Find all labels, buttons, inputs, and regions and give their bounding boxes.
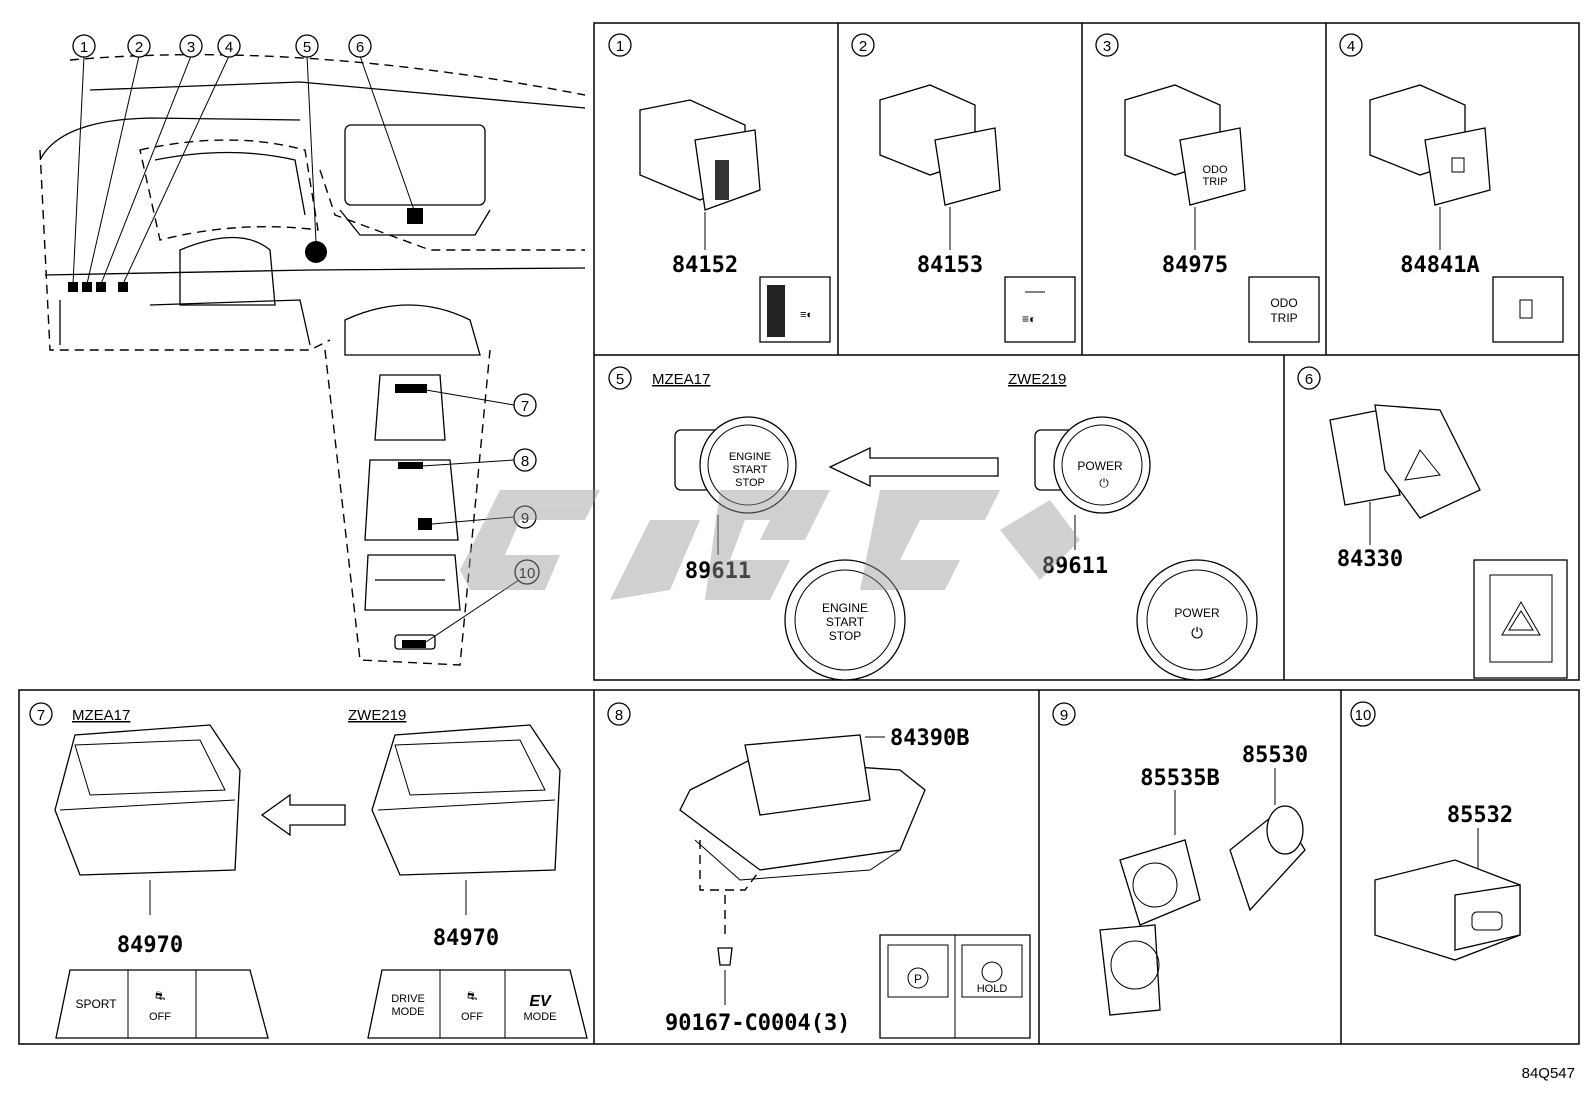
panel-5: 5 MZEA17 ZWE219 ENGINE START STOP 89611 … bbox=[608, 366, 1258, 681]
part-89611-left: 89611 bbox=[685, 559, 751, 584]
diagram-code: 84Q547 bbox=[1522, 1065, 1575, 1082]
drive-mode-label: MODE bbox=[392, 1006, 425, 1018]
panel-7-number: 7 bbox=[37, 707, 45, 724]
odo-icon-text: ODO bbox=[1270, 296, 1297, 310]
hazard-icon bbox=[1501, 600, 1541, 636]
odo-text-body: ODO bbox=[1202, 164, 1228, 176]
part-84975: 84975 bbox=[1162, 253, 1228, 278]
hold-label: HOLD bbox=[977, 983, 1008, 995]
panel-9: 9 85535B 85530 bbox=[1052, 702, 1308, 1016]
stop-icon-text: STOP bbox=[829, 629, 861, 643]
trip-icon-text: TRIP bbox=[1270, 311, 1297, 325]
traction-icon-left: ⛐ bbox=[155, 989, 165, 1003]
drive-label: DRIVE bbox=[391, 993, 425, 1005]
callout-3: 3 bbox=[187, 39, 195, 56]
panel-7: 7 MZEA17 ZWE219 84970 84970 SPORT ⛐ OFF … bbox=[29, 702, 588, 1039]
code-mzea17-p5: MZEA17 bbox=[652, 371, 710, 388]
marker-2 bbox=[82, 282, 92, 292]
part-85532: 85532 bbox=[1447, 803, 1513, 828]
part-84390B: 84390B bbox=[890, 726, 969, 751]
part-84153: 84153 bbox=[917, 253, 983, 278]
panel-8: 8 84390B 90167-C0004(3) P HOLD bbox=[607, 702, 1031, 1039]
usb-port-icon bbox=[1471, 911, 1503, 931]
code-mzea17-p7: MZEA17 bbox=[72, 707, 130, 724]
marker-10 bbox=[402, 640, 426, 648]
engine-text-top: ENGINE bbox=[729, 451, 771, 463]
panel-4: 4 84841A bbox=[1339, 33, 1564, 343]
callout-5: 5 bbox=[303, 39, 311, 56]
marker-1 bbox=[68, 282, 78, 292]
dashboard-overview bbox=[39, 53, 586, 666]
panel-8-number: 8 bbox=[615, 707, 623, 724]
callout-9: 9 bbox=[521, 510, 529, 527]
power-text-top: POWER bbox=[1077, 459, 1123, 473]
part-90167-C0004: 90167-C0004(3) bbox=[665, 1011, 850, 1036]
marker-6 bbox=[407, 208, 423, 224]
panel-1-number: 1 bbox=[616, 38, 624, 55]
off-label-left: OFF bbox=[149, 1011, 171, 1023]
panel-5-number: 5 bbox=[616, 371, 624, 388]
callout-1: 1 bbox=[80, 39, 88, 56]
part-84970-left: 84970 bbox=[117, 933, 183, 958]
panel-2-number: 2 bbox=[859, 38, 867, 55]
marker-8 bbox=[398, 462, 423, 469]
code-zwe219-p7: ZWE219 bbox=[348, 707, 406, 724]
callout-8: 8 bbox=[521, 453, 529, 470]
ev-label: EV bbox=[529, 993, 552, 1010]
callout-7: 7 bbox=[521, 398, 529, 415]
panel-6: 6 84330 bbox=[1297, 366, 1568, 679]
panel-10: 10 85532 bbox=[1350, 701, 1521, 961]
stop-text-top: STOP bbox=[735, 477, 765, 489]
traction-icon-right: ⛐ bbox=[467, 989, 477, 1003]
callout-10: 10 bbox=[519, 565, 536, 582]
panel-frames bbox=[18, 22, 1580, 1045]
part-84841A: 84841A bbox=[1400, 253, 1479, 278]
panel-10-number: 10 bbox=[1355, 707, 1372, 724]
hazard-icon-body bbox=[1404, 449, 1441, 481]
part-89611-right: 89611 bbox=[1042, 554, 1108, 579]
part-84330: 84330 bbox=[1337, 547, 1403, 572]
headlamp-level-icon: ≡◐ bbox=[800, 309, 813, 321]
marker-5 bbox=[305, 241, 327, 263]
part-85530: 85530 bbox=[1242, 743, 1308, 768]
overview-bubbles: 1 2 3 4 5 6 7 8 9 10 bbox=[72, 34, 540, 585]
panel-3: 3 ODO TRIP 84975 ODO TRIP bbox=[1095, 33, 1320, 343]
part-84970-right: 84970 bbox=[433, 926, 499, 951]
part-85535B: 85535B bbox=[1140, 766, 1219, 791]
power-symbol-icon: ⏻ bbox=[1191, 625, 1203, 642]
off-label-right: OFF bbox=[461, 1011, 483, 1023]
sport-label: SPORT bbox=[75, 997, 117, 1011]
marker-9 bbox=[418, 518, 432, 530]
callout-2: 2 bbox=[135, 39, 143, 56]
marker-4 bbox=[118, 282, 128, 292]
headlamp-leveling-icon: ≡◐ bbox=[1022, 312, 1036, 326]
panel-6-number: 6 bbox=[1305, 371, 1313, 388]
marker-7 bbox=[395, 384, 427, 393]
ev-mode-label: MODE bbox=[524, 1011, 557, 1023]
panel-1: 1 84152 ≡◐ bbox=[608, 33, 831, 343]
dark-logo-watermark bbox=[460, 490, 1080, 600]
trip-text-body: TRIP bbox=[1202, 176, 1227, 188]
panel-3-number: 3 bbox=[1103, 38, 1111, 55]
panel-2: 2 84153 ≡◐ bbox=[851, 33, 1076, 343]
engine-icon-text: ENGINE bbox=[822, 601, 868, 615]
panel-4-number: 4 bbox=[1347, 38, 1355, 55]
start-text-top: START bbox=[732, 464, 767, 476]
panel-9-number: 9 bbox=[1060, 707, 1068, 724]
callout-4: 4 bbox=[225, 39, 233, 56]
parking-brake-symbol: P bbox=[914, 972, 922, 986]
fuel-door-icon bbox=[1519, 299, 1533, 319]
power-symbol-top: ⏻ bbox=[1099, 476, 1109, 490]
start-icon-text: START bbox=[826, 615, 865, 629]
part-84152: 84152 bbox=[672, 253, 738, 278]
callout-6: 6 bbox=[356, 39, 364, 56]
overview-callouts bbox=[72, 55, 523, 643]
code-zwe219-p5: ZWE219 bbox=[1008, 371, 1066, 388]
power-icon-text: POWER bbox=[1174, 606, 1220, 620]
marker-3 bbox=[96, 282, 106, 292]
